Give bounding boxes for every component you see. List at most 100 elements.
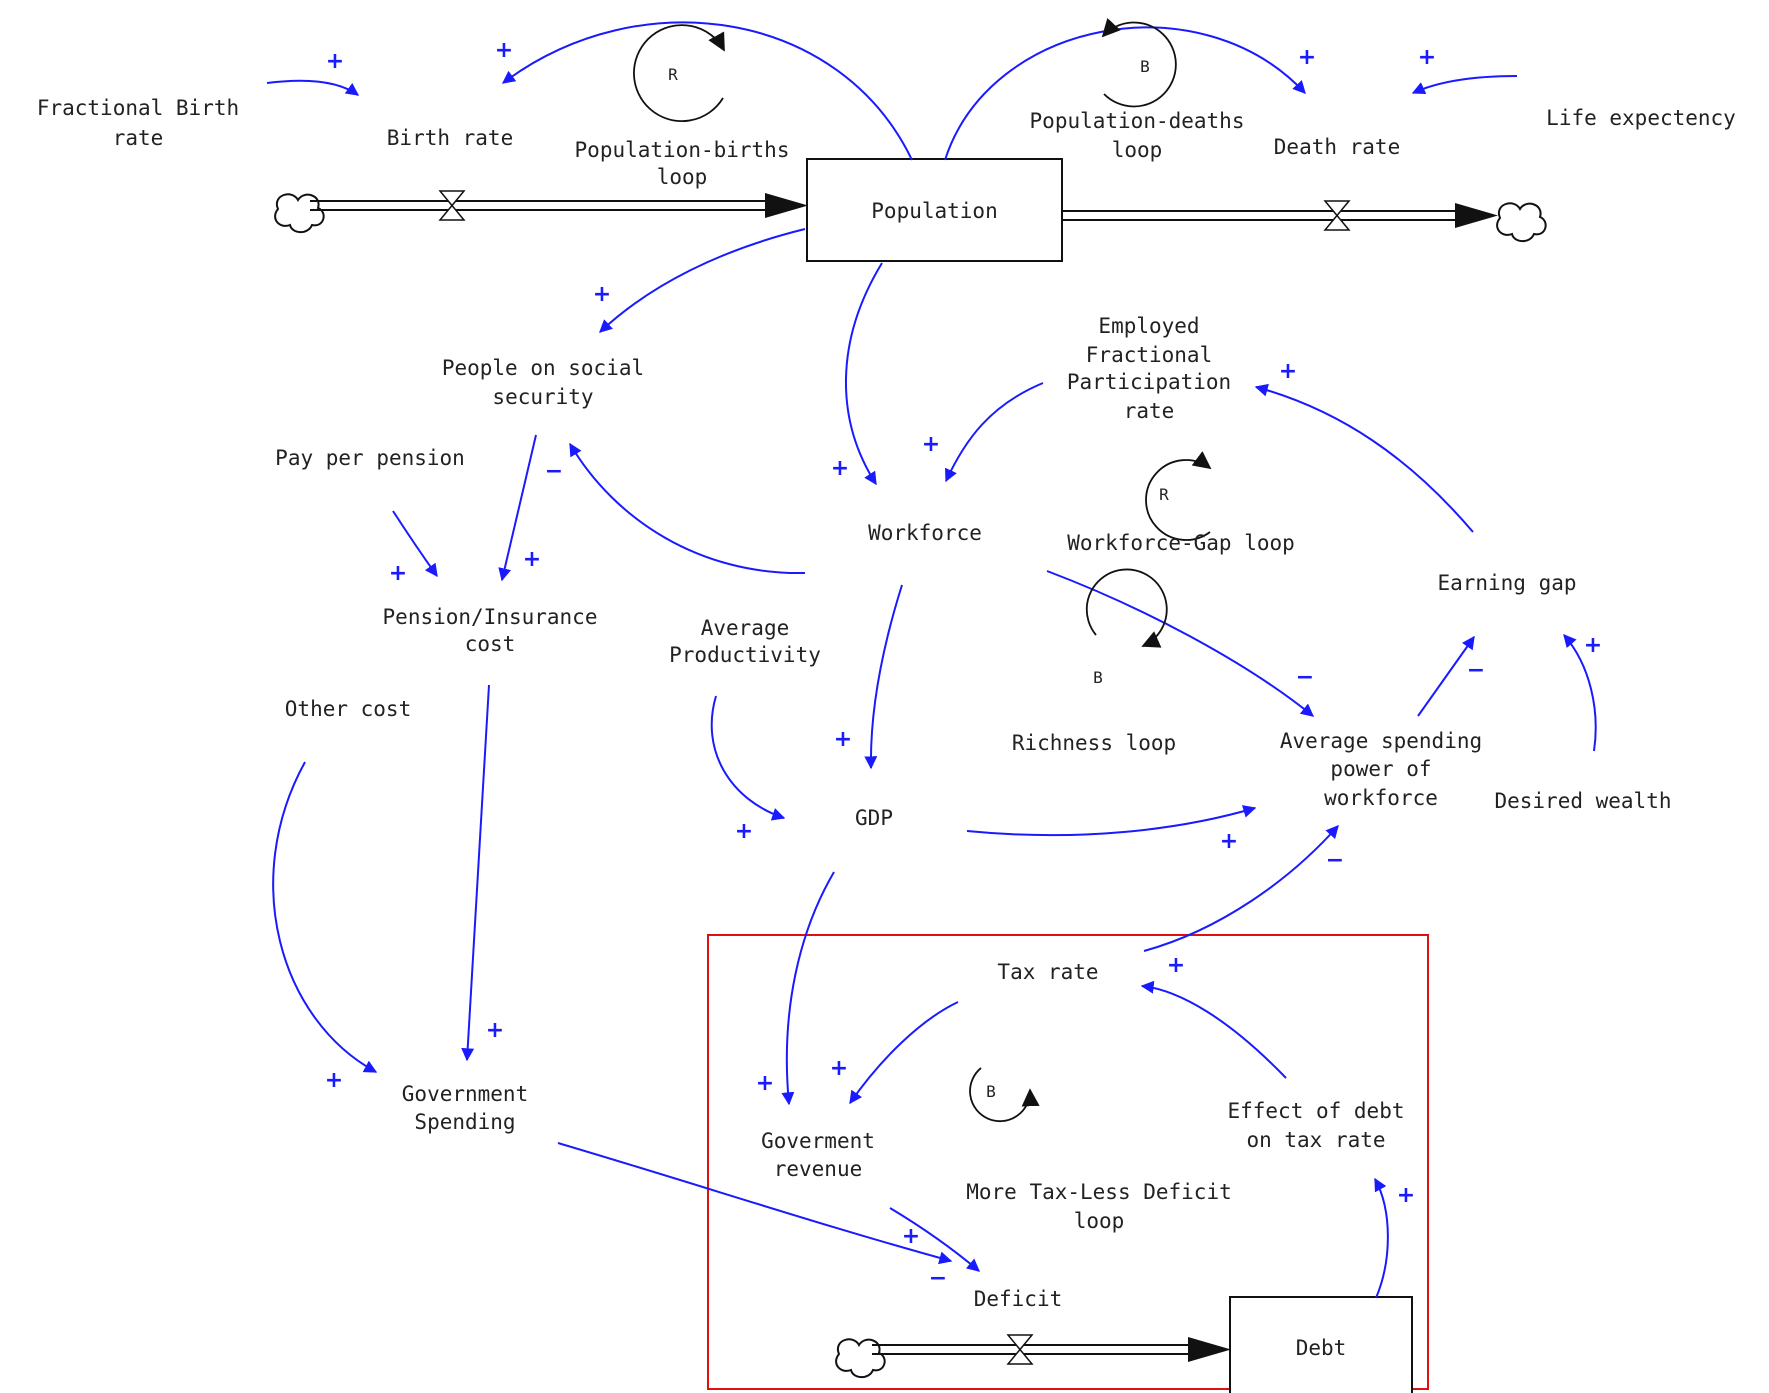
- polarity-pic-gs: +: [486, 1018, 504, 1043]
- source-cloud-icon: [835, 1338, 886, 1379]
- polarity-eg-efpr: +: [1279, 359, 1297, 384]
- variable-earning-gap: Earning gap: [1437, 571, 1576, 595]
- loop-symbol: B: [986, 1082, 996, 1101]
- loop-symbol: R: [668, 65, 678, 84]
- variable-death-rate: Death rate: [1274, 135, 1400, 159]
- debt-label: Debt: [1296, 1336, 1347, 1360]
- variable-label: People on social: [442, 356, 644, 380]
- polarity-pop-dr: +: [1298, 45, 1316, 70]
- variable-label: Participation: [1067, 370, 1231, 394]
- polarity-edtr-tr: +: [1167, 953, 1185, 978]
- polarity-gdp-asp: +: [1220, 829, 1238, 854]
- deficit-valve-icon: [1006, 1334, 1034, 1365]
- loop-arrow-icon: [1085, 568, 1168, 648]
- variable-people-on-social-security: People on social security: [442, 356, 644, 409]
- link-gr-def: [889, 1207, 980, 1272]
- variable-label: power of: [1330, 757, 1431, 781]
- link-tr-asp: [1143, 825, 1339, 952]
- polarity-gr-def: −: [929, 1266, 947, 1291]
- polarity-asp-eg: −: [1467, 658, 1485, 683]
- link-asp-eg: [1417, 635, 1475, 717]
- polarity-efpr-wf: +: [922, 432, 940, 457]
- loop-name: Population-births: [575, 138, 790, 162]
- loop-population-deaths: B Population-deaths loop: [1030, 18, 1245, 162]
- variable-average-productivity: Average Productivity: [669, 616, 821, 667]
- link-wf-gdp: [864, 584, 903, 770]
- link-pop-br: [501, 21, 913, 161]
- debt-stock: Debt: [1229, 1296, 1413, 1393]
- loop-name: Population-deaths: [1030, 109, 1245, 133]
- polarity-oc-gs: +: [325, 1068, 343, 1093]
- link-debt-edtr: [1374, 1177, 1389, 1299]
- polarity-pop-poss: +: [593, 282, 611, 307]
- variable-label: workforce: [1324, 786, 1438, 810]
- loop-symbol: B: [1093, 668, 1103, 687]
- link-fbr-br: [266, 79, 360, 96]
- variable-employed-fractional-participation-rate: Employed Fractional Participation rate: [1067, 314, 1231, 423]
- polarity-dw-eg: +: [1584, 633, 1602, 658]
- variable-label: Fractional: [1086, 343, 1212, 367]
- loop-richness: B Richness loop: [1012, 568, 1176, 755]
- link-pop-poss: [599, 228, 806, 333]
- loop-name: Workforce-Gap loop: [1067, 531, 1295, 555]
- link-pop-wf: [845, 262, 883, 486]
- variable-goverment-revenue: Goverment revenue: [761, 1129, 875, 1181]
- link-ppp-pic: [392, 510, 438, 578]
- variable-label: Effect of debt: [1227, 1099, 1404, 1123]
- population-label: Population: [871, 199, 997, 223]
- link-poss-pic: [498, 434, 537, 582]
- loop-more-tax-less-deficit: B More Tax-Less Deficit loop: [966, 1067, 1232, 1233]
- variable-government-spending: Government Spending: [402, 1082, 528, 1134]
- variable-label: Average spending: [1280, 729, 1482, 753]
- link-eg-efpr: [1254, 383, 1474, 533]
- variable-label: cost: [465, 632, 516, 656]
- polarity-pop-br: +: [495, 38, 513, 63]
- variable-label: Goverment: [761, 1129, 875, 1153]
- variable-label: Productivity: [669, 643, 821, 667]
- polarity-debt-edtr: +: [1397, 1183, 1415, 1208]
- variable-effect-of-debt-on-tax-rate: Effect of debt on tax rate: [1227, 1099, 1404, 1152]
- variable-fractional-birth-rate: Fractional Birth rate: [37, 96, 239, 150]
- loop-arrow-icon: [1145, 451, 1212, 541]
- polarity-gdp-gr: +: [756, 1071, 774, 1096]
- variable-label: Government: [402, 1082, 528, 1106]
- loop-name: loop: [1074, 1209, 1125, 1233]
- loop-workforce-gap: R Workforce-Gap loop: [1067, 451, 1295, 555]
- link-efpr-wf: [945, 382, 1044, 483]
- polarity-fbr-br: +: [326, 49, 344, 74]
- variable-label: Fractional Birth: [37, 96, 239, 120]
- loop-arrow-icon: [1101, 18, 1177, 108]
- link-oc-gs: [272, 761, 378, 1073]
- death-flow: [1062, 200, 1547, 243]
- link-tr-gr: [849, 1001, 959, 1105]
- variable-label: Average: [701, 616, 790, 640]
- link-gdp-asp: [966, 805, 1257, 837]
- loop-symbol: B: [1140, 57, 1150, 76]
- link-pic-gs: [461, 684, 490, 1062]
- loop-arrow-icon: [633, 24, 725, 122]
- loop-name: Richness loop: [1012, 731, 1176, 755]
- variable-pay-per-pension: Pay per pension: [275, 446, 465, 470]
- polarity-wf-asp: −: [1296, 665, 1314, 690]
- population-stock: Population: [806, 158, 1063, 262]
- loop-name: loop: [1112, 138, 1163, 162]
- variable-workforce: Workforce: [868, 521, 982, 545]
- link-edtr-tr: [1140, 980, 1287, 1079]
- polarity-tr-gr: +: [830, 1056, 848, 1081]
- variable-desired-wealth: Desired wealth: [1494, 789, 1671, 813]
- polarity-poss-pic: +: [523, 547, 541, 572]
- polarity-ap-gdp: +: [735, 819, 753, 844]
- deficit-flow: [835, 1334, 1231, 1379]
- link-dw-eg: [1563, 634, 1597, 752]
- variable-tax-rate: Tax rate: [997, 960, 1098, 984]
- variable-gdp: GDP: [855, 806, 893, 830]
- loop-arrow-icon: [969, 1067, 1040, 1123]
- causal-links: [266, 21, 1597, 1299]
- variable-pension-insurance-cost: Pension/Insurance cost: [383, 605, 598, 656]
- birth-flow: [274, 190, 808, 234]
- polarity-ppp-pic: +: [389, 561, 407, 586]
- polarity-pop-wf: +: [831, 456, 849, 481]
- sink-cloud-icon: [1496, 202, 1547, 243]
- polarity-le-dr: +: [1418, 45, 1436, 70]
